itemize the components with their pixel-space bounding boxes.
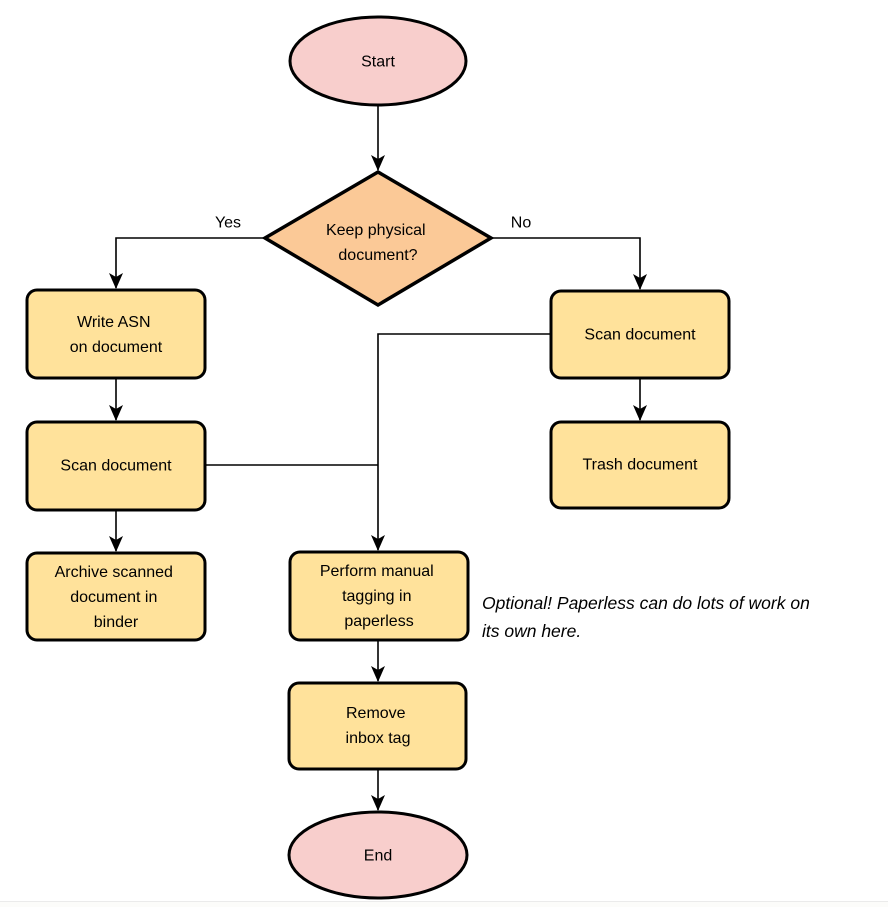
- archive-label-line: Archive scanned: [55, 564, 173, 581]
- node-decision: Keep physical document?: [261, 169, 495, 308]
- scan-left-label: Scan document: [60, 458, 172, 475]
- bottom-strip: [0, 902, 888, 907]
- annotation-line: its own here.: [482, 621, 581, 641]
- archive-label-line: binder: [94, 614, 139, 631]
- start-label: Start: [361, 54, 395, 71]
- remove-inbox-label-line: inbox tag: [346, 730, 411, 747]
- tagging-label-line: paperless: [344, 613, 413, 630]
- edge-decision-yes: [109, 237, 265, 289]
- archive-box: [25, 551, 207, 642]
- remove-inbox-box: [287, 681, 468, 771]
- decision-label: Keep physical document?: [326, 222, 430, 264]
- tagging-label-line: tagging in: [342, 588, 411, 605]
- trash-box: [549, 420, 731, 510]
- node-start: Start: [288, 15, 468, 107]
- start-ellipse: [288, 15, 468, 107]
- annotation-note: Optional! Paperless can do lots of work …: [482, 593, 815, 641]
- edge-decision-no: [491, 237, 647, 290]
- write-asn-label-line: on document: [70, 339, 163, 356]
- end-ellipse: [287, 810, 469, 900]
- scan-left-box: [25, 420, 207, 512]
- write-asn-box: [25, 288, 207, 380]
- write-asn-label-line: Write ASN: [77, 314, 151, 331]
- node-scan-right: Scan document: [549, 289, 731, 380]
- node-archive: Archive scanned document in binder: [25, 551, 207, 642]
- scan-right-box: [549, 289, 731, 380]
- node-tagging: Perform manual tagging in paperless: [288, 550, 470, 642]
- remove-inbox-label-line: Remove: [346, 705, 406, 722]
- decision-label-line: Keep physical: [326, 222, 426, 239]
- node-trash: Trash document: [549, 420, 731, 510]
- edge-label-no: No: [511, 215, 532, 232]
- trash-label: Trash document: [582, 457, 698, 474]
- tagging-label-line: Perform manual: [320, 563, 434, 580]
- end-label: End: [364, 848, 392, 865]
- edge-scanright-to-tagging: [371, 333, 551, 551]
- archive-label-line: document in: [70, 589, 157, 606]
- remove-inbox-label: Remove inbox tag: [346, 705, 411, 747]
- archive-label: Archive scanned document in binder: [55, 564, 178, 631]
- edge-label-yes: Yes: [215, 215, 241, 232]
- node-remove-inbox: Remove inbox tag: [287, 681, 468, 771]
- write-asn-label: Write ASN on document: [70, 314, 163, 356]
- node-scan-left: Scan document: [25, 420, 207, 512]
- scan-right-label: Scan document: [584, 327, 696, 344]
- decision-label-line: document?: [338, 247, 417, 264]
- node-end: End: [287, 810, 469, 900]
- tagging-label: Perform manual tagging in paperless: [320, 563, 438, 630]
- tagging-box: [288, 550, 470, 642]
- node-write-asn: Write ASN on document: [25, 288, 207, 380]
- annotation-line: Optional! Paperless can do lots of work …: [482, 593, 810, 613]
- decision-diamond: [261, 169, 495, 308]
- edges: [109, 106, 647, 811]
